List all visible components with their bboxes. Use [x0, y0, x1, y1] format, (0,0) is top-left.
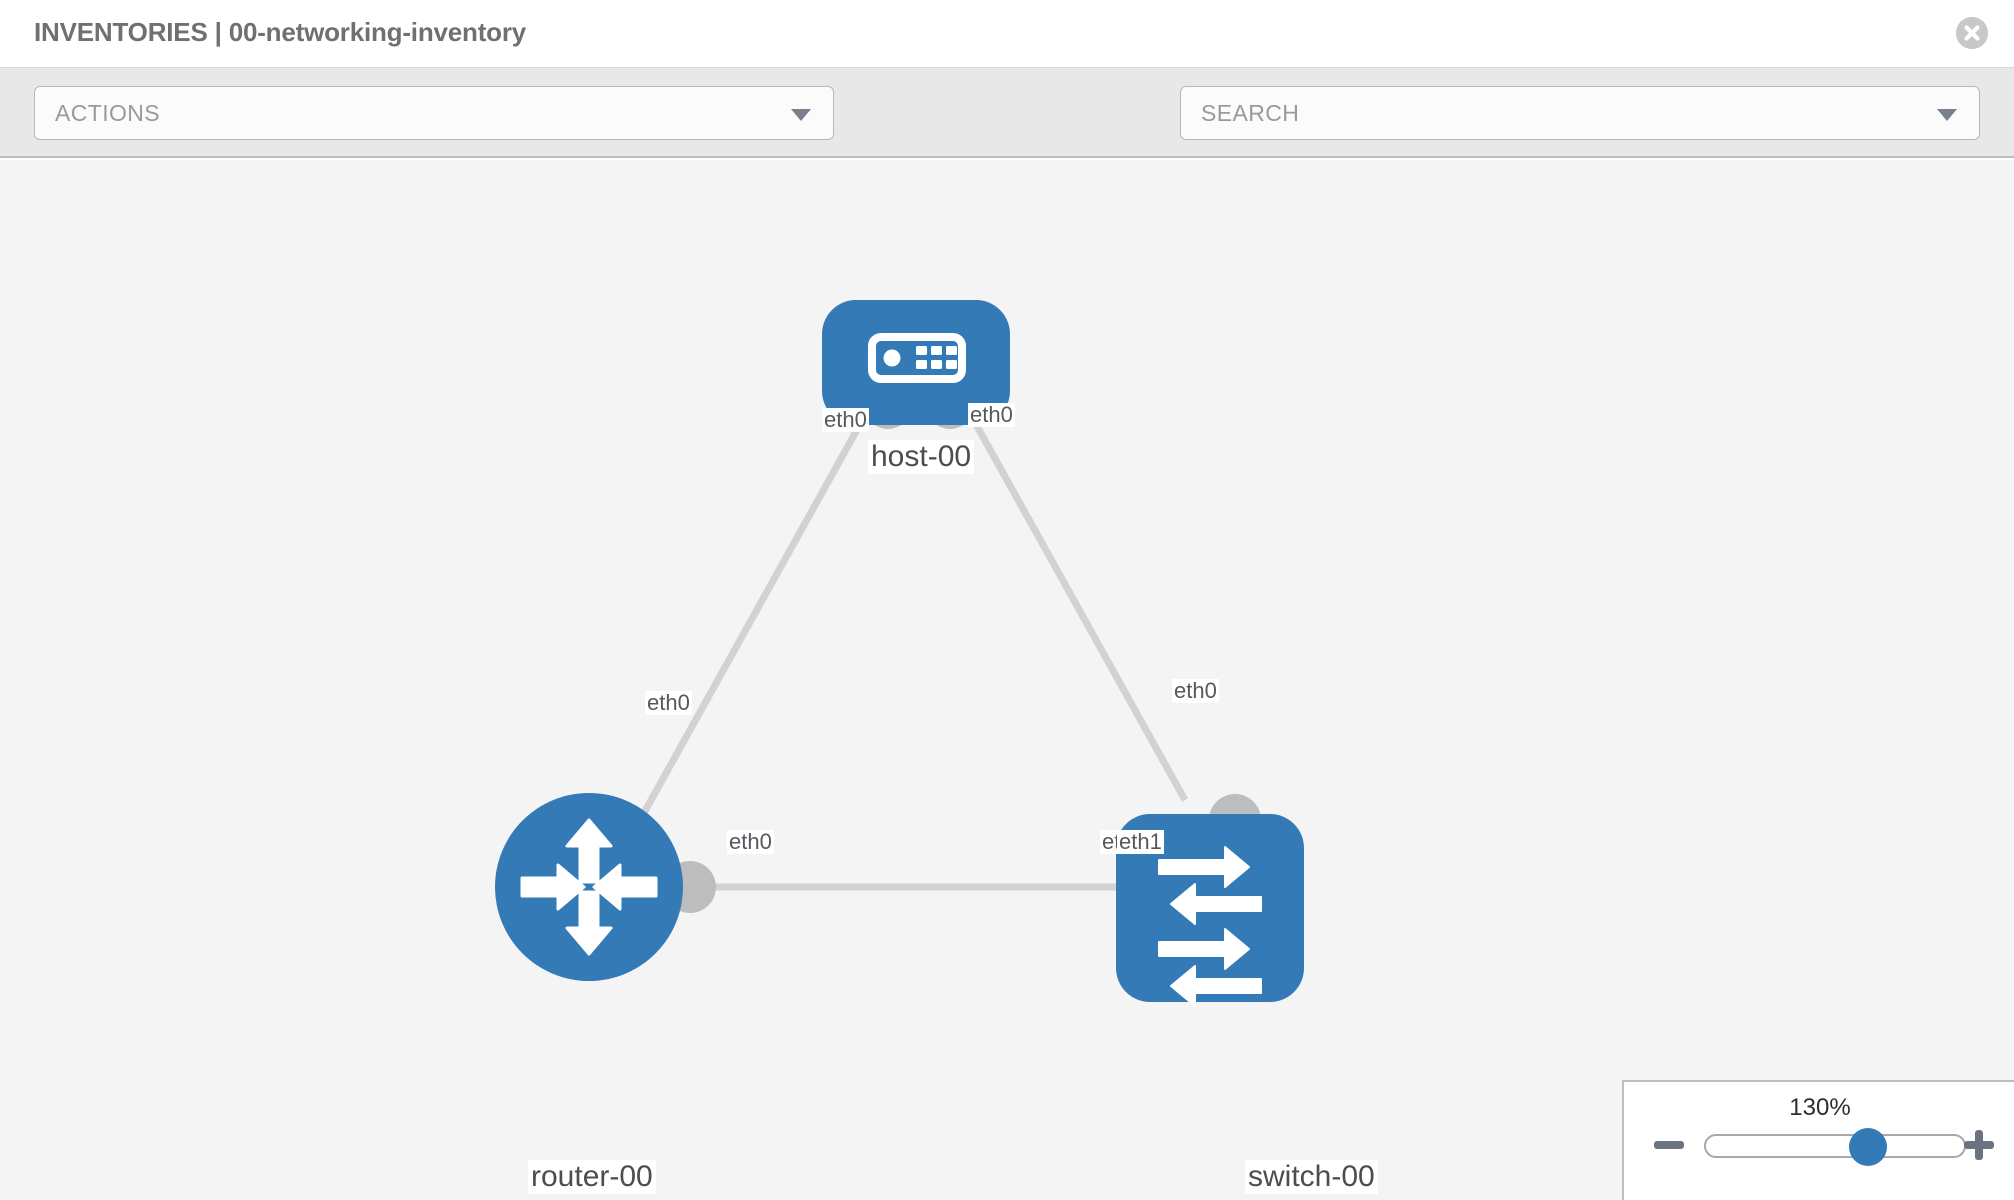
edge-label-host-left-eth0: eth0 — [822, 407, 869, 432]
page-header: INVENTORIES | 00-networking-inventory — [0, 0, 2014, 68]
zoom-in-button[interactable] — [1962, 1128, 1996, 1162]
edge-label-router-up-eth0: eth0 — [645, 690, 692, 715]
zoom-control-panel: 130% — [1622, 1080, 2014, 1200]
page-title: INVENTORIES | 00-networking-inventory — [34, 17, 527, 47]
actions-dropdown-label: ACTIONS — [55, 100, 161, 126]
topology-canvas[interactable]: eth0 eth0 host-00 eth0 eth0 eth0 etl eth… — [0, 160, 2014, 1200]
search-input[interactable]: SEARCH — [1180, 86, 1980, 140]
topology-graph — [495, 300, 1304, 1007]
edge-label-router-right-eth0: eth0 — [727, 829, 774, 854]
edge-label-host-right-eth0: eth0 — [968, 402, 1015, 427]
node-switch-00[interactable] — [1116, 814, 1304, 1007]
edge-label-switch-up-eth0: eth0 — [1172, 678, 1219, 703]
node-label-router-00: router-00 — [528, 1160, 656, 1194]
zoom-slider[interactable] — [1704, 1128, 1966, 1166]
chevron-down-icon[interactable] — [1937, 109, 1957, 121]
edge-host-switch — [954, 390, 1189, 802]
zoom-percent-label: 130% — [1789, 1094, 1851, 1121]
node-host-00[interactable] — [822, 300, 1010, 425]
zoom-slider-thumb[interactable] — [1849, 1128, 1887, 1166]
node-router-00[interactable] — [495, 793, 683, 981]
topology-edges — [636, 390, 1189, 891]
node-label-switch-00: switch-00 — [1245, 1160, 1378, 1194]
close-icon[interactable] — [1956, 17, 1988, 49]
chevron-down-icon — [791, 109, 811, 121]
node-label-host-00: host-00 — [868, 440, 975, 474]
edge-label-switch-left-eth1: eth1 — [1117, 829, 1164, 854]
edge-host-router — [636, 390, 882, 822]
actions-dropdown[interactable]: ACTIONS — [34, 86, 834, 140]
zoom-out-button[interactable] — [1652, 1128, 1686, 1162]
search-placeholder: SEARCH — [1201, 100, 1300, 126]
toolbar: ACTIONS SEARCH — [0, 68, 2014, 198]
